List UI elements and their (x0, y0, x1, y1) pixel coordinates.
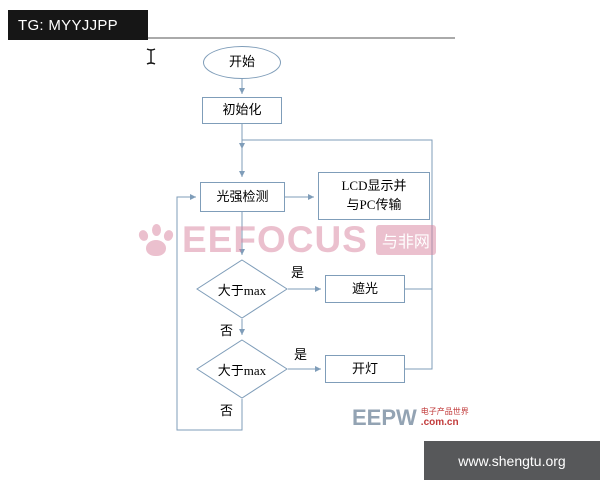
flowchart-init-node: 初始化 (202, 97, 282, 124)
decision2-no-label: 否 (220, 403, 234, 418)
decision2-label: 大于max (217, 362, 267, 378)
decision1-label: 大于max (217, 282, 267, 298)
flowchart-light-node: 开灯 (325, 355, 405, 383)
flowchart-decision2-node: 大于max (196, 339, 288, 399)
site-bar: www.shengtu.org (424, 441, 600, 480)
flowchart-start-node: 开始 (203, 46, 281, 79)
decision2-diamond-shape (196, 339, 288, 399)
connector-loop-no (176, 194, 243, 431)
corner-tag: TG: MYYJJPP (8, 10, 148, 40)
decision1-diamond-shape (196, 259, 288, 319)
text-cursor (146, 48, 156, 65)
flowchart-decision1-node: 大于max (196, 259, 288, 319)
flowchart-lcd-node: LCD显示并 与PC传输 (318, 172, 430, 220)
decision2-yes-label: 是 (294, 347, 308, 362)
lcd-node-line2: 与PC传输 (346, 197, 402, 212)
decision1-yes-label: 是 (291, 265, 305, 280)
flowchart-shade-node: 遮光 (325, 275, 405, 303)
flowchart-detect-node: 光强检测 (200, 182, 285, 212)
lcd-node-line1: LCD显示并 (341, 178, 407, 194)
decision1-no-label: 否 (220, 323, 234, 338)
